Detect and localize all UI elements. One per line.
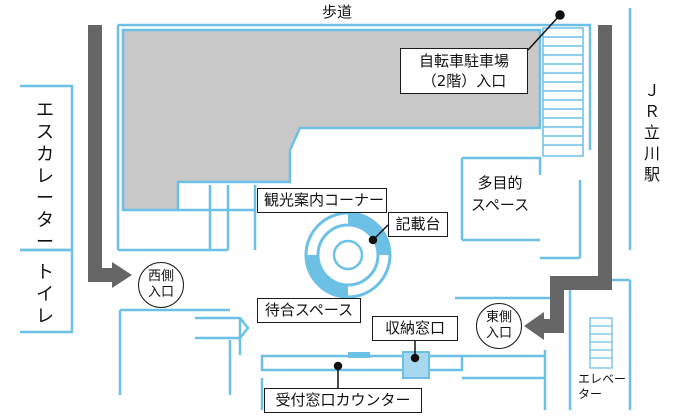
reception-counter-label: 受付窓口カウンター (264, 388, 422, 413)
multipurpose-space-line1: 多目的 (477, 174, 523, 192)
arrow-right-icon (88, 25, 132, 288)
elevator-label: エレベーター (578, 372, 627, 401)
multipurpose-space-label: 多目的 スペース (462, 170, 538, 218)
dot-marker-icon (368, 235, 378, 245)
payment-window-label: 収納窓口 (372, 316, 458, 341)
sidewalk-label: 歩道 (322, 3, 353, 21)
multipurpose-space-line2: スペース (470, 196, 530, 214)
dot-marker-icon (333, 361, 343, 371)
building-walls (116, 8, 632, 410)
toilet-label: トイレ (36, 262, 54, 327)
elevator-shaft-icon (589, 317, 613, 369)
bicycle-parking-entrance: （2階）入口 (421, 72, 507, 90)
tourist-info-corner-label: 観光案内コーナー (257, 188, 387, 213)
round-desk-icon (304, 211, 392, 299)
west-entrance-marker: 西側 入口 (138, 262, 184, 308)
waiting-space-label: 待合スペース (257, 298, 361, 323)
stairs-icon (542, 27, 584, 157)
jr-station-label: ＪＲ立川駅 (643, 81, 660, 184)
dot-marker-icon (555, 10, 565, 20)
left-rooms (20, 84, 74, 334)
west-entrance-line2: 入口 (147, 285, 174, 300)
east-entrance-line1: 東側 (485, 310, 512, 325)
pointer-lines (333, 10, 565, 388)
east-entrance-marker: 東側 入口 (476, 303, 522, 349)
bicycle-parking-label: 自転車駐車場 （2階）入口 (400, 48, 528, 94)
arrow-left-icon (524, 25, 612, 340)
counter-segment (348, 352, 370, 358)
writing-desk-label: 記載台 (388, 212, 448, 237)
bicycle-parking-title: 自転車駐車場 (418, 52, 509, 70)
dot-marker-icon (410, 353, 420, 363)
east-entrance-line2: 入口 (485, 326, 512, 341)
west-entrance-line1: 西側 (147, 269, 174, 284)
escalator-label: エスカレーター (36, 100, 54, 253)
